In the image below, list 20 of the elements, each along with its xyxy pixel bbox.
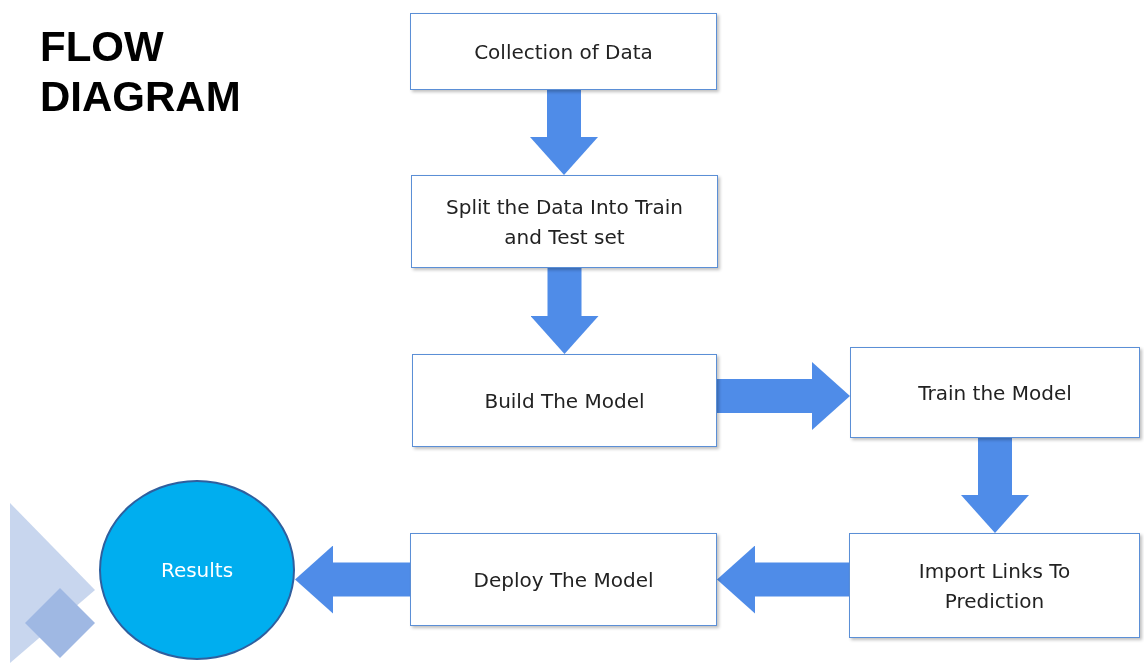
block-arrow bbox=[961, 438, 1029, 533]
process-box bbox=[849, 533, 1140, 638]
block-arrow bbox=[717, 545, 849, 614]
process-box bbox=[412, 354, 717, 447]
node-label: Build The Model bbox=[484, 387, 645, 415]
block-arrow bbox=[530, 90, 598, 175]
node-label: Collection of Data bbox=[474, 38, 653, 66]
process-box bbox=[850, 347, 1140, 438]
diagram-title: FLOW DIAGRAM bbox=[40, 22, 242, 122]
node-label: Import Links To Prediction bbox=[917, 557, 1072, 615]
node-label: Split the Data Into Train and Test set bbox=[445, 193, 684, 251]
process-box bbox=[410, 13, 717, 90]
node-label: Results bbox=[160, 557, 234, 584]
block-arrow bbox=[295, 545, 410, 614]
block-arrow bbox=[717, 362, 850, 430]
node-label: Train the Model bbox=[918, 379, 1072, 407]
block-arrow bbox=[530, 268, 599, 354]
node-label: Deploy The Model bbox=[473, 566, 654, 594]
process-box bbox=[411, 175, 718, 268]
process-box bbox=[410, 533, 717, 626]
